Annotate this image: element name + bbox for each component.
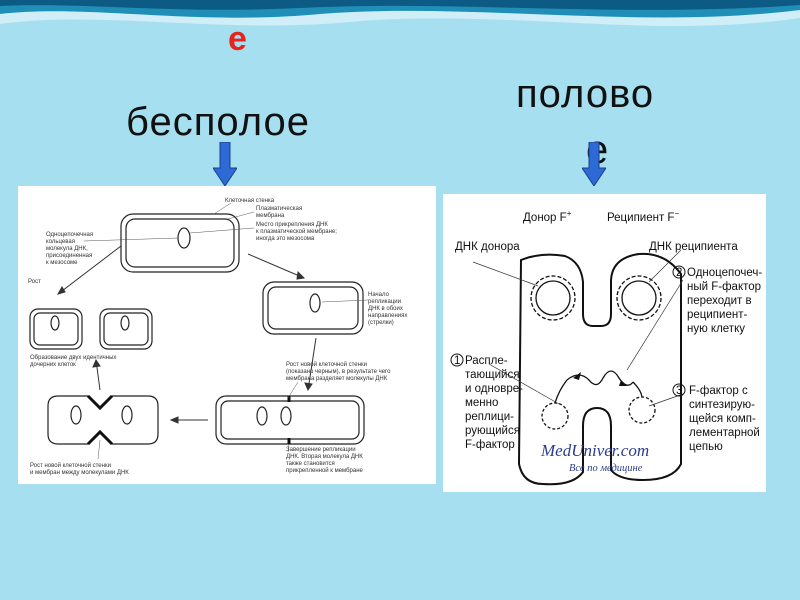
label-membrane: мембрана xyxy=(256,213,285,219)
label-dna: Одноцепочечная xyxy=(46,232,93,238)
label-step1: менно xyxy=(465,397,498,409)
label-attach: к плазматической мембране; xyxy=(256,228,337,235)
label-step1: Распле- xyxy=(465,355,508,367)
label-replication: направлениях xyxy=(368,313,407,319)
label-end: прикрепленной к мембране xyxy=(286,467,364,474)
label-grow: и мембран между молекулами ДНК xyxy=(30,470,129,476)
header-waves xyxy=(0,0,800,26)
label-membrane: Плазматическая xyxy=(256,206,302,212)
down-arrow-icon xyxy=(213,142,237,186)
label-cell-wall: Клеточная стенка xyxy=(225,198,275,204)
label-donor: Донор F+ xyxy=(523,209,572,224)
conjugation-diagram: Донор F+ Реципиент F− ДНК донора ДНК рец… xyxy=(443,194,766,492)
label-end: ДНК. Вторая молекула ДНК xyxy=(286,454,363,460)
label-attach: иногда это мезосома xyxy=(256,236,315,242)
label-step2: переходит в xyxy=(687,295,752,307)
label-two-cells: дочерних клеток xyxy=(30,362,76,368)
label-step3: F-фактор с xyxy=(689,385,748,397)
label-recipient-dna: ДНК реципиента xyxy=(649,241,738,253)
label-new-wall: (показано черным), в результате чего xyxy=(286,369,391,375)
binary-fission-diagram: Клеточная стенка Плазматическая мембрана… xyxy=(18,186,436,484)
label-dna: присоединенная xyxy=(46,253,92,259)
down-arrow-icon xyxy=(582,142,606,186)
label-dna: к мезосоме xyxy=(46,260,78,266)
label-step1: реплици- xyxy=(465,411,514,423)
label-step3: цепью xyxy=(689,441,723,453)
watermark: MedUniver.com xyxy=(540,441,649,460)
label-dna: кольцевая xyxy=(46,239,75,245)
label-donor-dna: ДНК донора xyxy=(455,241,520,253)
label-replication: (стрелки) xyxy=(368,320,394,326)
label-step2: реципиент- xyxy=(687,309,747,321)
label-step2: ную клетку xyxy=(687,323,745,335)
label-end: Завершение репликации xyxy=(286,447,356,453)
label-step3: щейся комп- xyxy=(689,413,756,425)
step-number: 1 xyxy=(454,355,460,367)
label-replication: репликации xyxy=(368,299,401,305)
label-two-cells: Образование двух идентичных xyxy=(30,355,116,361)
watermark-subtitle: Все по медицине xyxy=(569,463,643,474)
label-step1: рующийся xyxy=(465,425,520,437)
label-dna: молекула ДНК, xyxy=(46,246,88,252)
label-step1: тающийся xyxy=(465,369,519,381)
label-step1: F-фактор xyxy=(465,439,515,451)
label-replication: Начало xyxy=(368,292,390,298)
label-step2: Одноцепочеч- xyxy=(687,267,762,279)
label-grow: Рост новой клеточной стенки xyxy=(30,462,111,469)
label-growth: Рост xyxy=(28,279,41,285)
label-replication: ДНК в обоих xyxy=(368,306,403,312)
label-step3: синтезирую- xyxy=(689,399,755,411)
label-new-wall: мембрана разделяет молекулы ДНК xyxy=(286,376,388,382)
label-step3: лементарной xyxy=(689,427,760,439)
asexual-title: бесполое xyxy=(126,100,311,144)
label-end: также становится xyxy=(286,461,335,467)
step-number: 3 xyxy=(676,385,682,397)
label-step2: ный F-фактор xyxy=(687,281,761,293)
step-number: 2 xyxy=(676,267,682,279)
label-attach: Место прикрепления ДНК xyxy=(256,222,328,228)
sexual-title: полово xyxy=(516,72,655,116)
label-step1: и одновре- xyxy=(465,383,523,395)
label-recipient: Реципиент F− xyxy=(607,209,679,224)
asexual-title-suffix: е xyxy=(228,20,247,58)
label-new-wall: Рост новой клеточной стенки xyxy=(286,361,367,368)
